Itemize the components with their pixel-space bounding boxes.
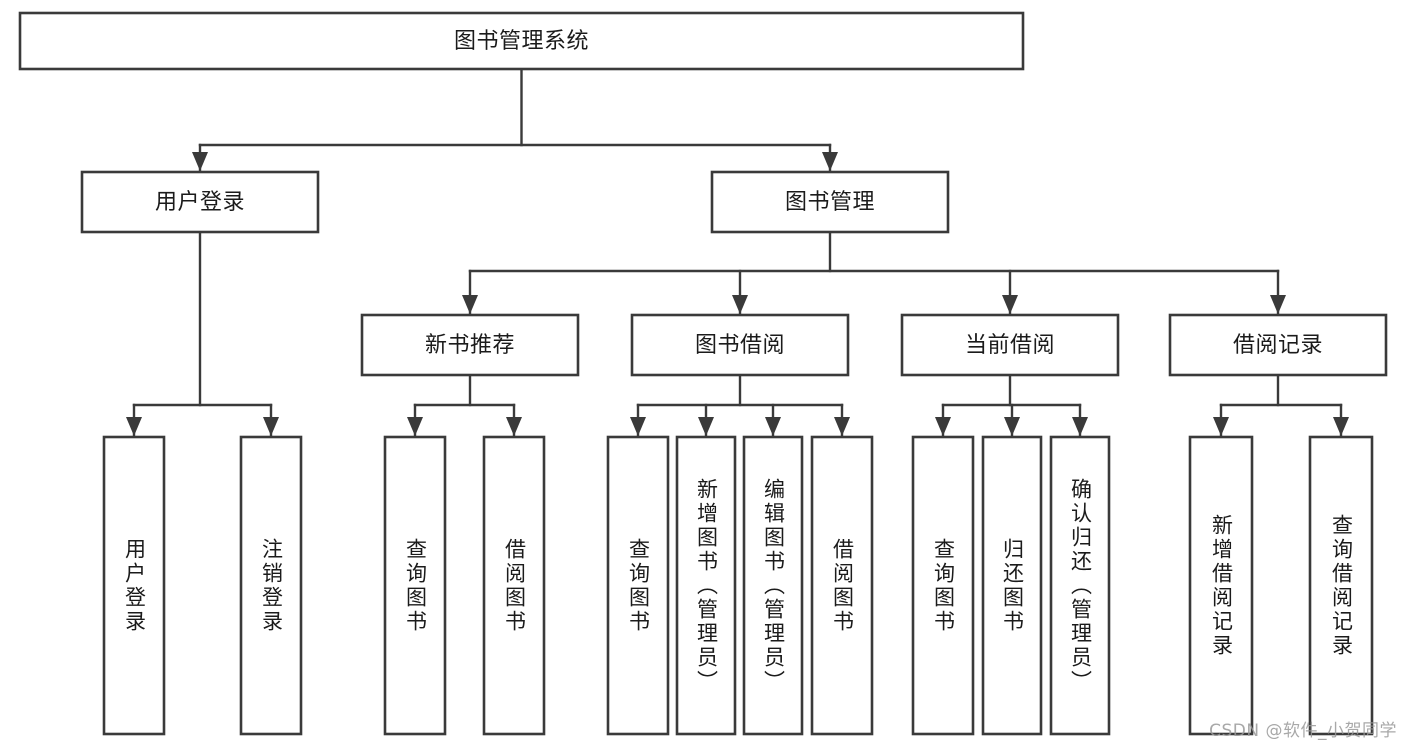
node-book-borrow-label: 图书借阅 bbox=[695, 333, 785, 358]
leaf-borrow-book-bor[interactable] bbox=[810, 435, 874, 736]
leaf-edit-book[interactable] bbox=[742, 435, 804, 736]
leaf-return-book[interactable] bbox=[981, 435, 1043, 736]
leaf-query-book-cur[interactable] bbox=[911, 435, 975, 736]
node-user-login[interactable] bbox=[80, 170, 320, 234]
boxes-layer bbox=[18, 11, 1388, 736]
leaf-add-record[interactable] bbox=[1188, 435, 1254, 736]
leaf-query-book-rec[interactable] bbox=[383, 435, 447, 736]
node-book-manage[interactable] bbox=[710, 170, 950, 234]
node-user-login-label: 用户登录 bbox=[155, 190, 245, 215]
node-current-borrow[interactable] bbox=[900, 313, 1120, 377]
leaf-confirm-return[interactable] bbox=[1049, 435, 1111, 736]
leaf-logout[interactable] bbox=[239, 435, 303, 736]
leaf-query-record[interactable] bbox=[1308, 435, 1374, 736]
node-new-book-rec-label: 新书推荐 bbox=[425, 333, 515, 358]
node-borrow-record-label: 借阅记录 bbox=[1233, 333, 1323, 358]
node-current-borrow-label: 当前借阅 bbox=[965, 333, 1055, 358]
node-root[interactable] bbox=[18, 11, 1025, 71]
leaf-query-book-bor[interactable] bbox=[606, 435, 670, 736]
connectors-layer bbox=[126, 67, 1349, 438]
node-root-label: 图书管理系统 bbox=[454, 29, 589, 54]
node-new-book-rec[interactable] bbox=[360, 313, 580, 377]
node-book-manage-label: 图书管理 bbox=[785, 190, 875, 215]
leaf-borrow-book-rec[interactable] bbox=[482, 435, 546, 736]
leaf-user-login[interactable] bbox=[102, 435, 166, 736]
leaf-add-book[interactable] bbox=[675, 435, 737, 736]
node-borrow-record[interactable] bbox=[1168, 313, 1388, 377]
node-book-borrow[interactable] bbox=[630, 313, 850, 377]
watermark-text: CSDN @软件_小贺同学 bbox=[1209, 721, 1397, 741]
